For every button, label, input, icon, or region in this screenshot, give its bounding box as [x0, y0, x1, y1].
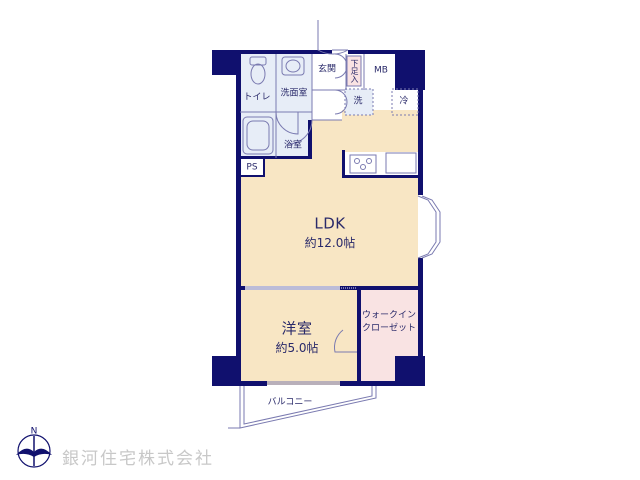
- mb-area: [365, 52, 395, 86]
- shoe-box: [346, 55, 362, 87]
- western-room-floor: [240, 290, 358, 385]
- shoe-box-label: 下足入: [350, 59, 359, 83]
- closet-label-line2: クローゼット: [361, 323, 417, 334]
- compass-north-label: N: [30, 426, 38, 437]
- interior-lines: [228, 20, 441, 429]
- washroom-label: 洗面室: [280, 88, 308, 99]
- bathroom-label: 浴室: [283, 140, 303, 151]
- entrance-label: 玄関: [317, 64, 337, 75]
- compass-icon: [16, 434, 52, 468]
- kitchen-counter: [345, 152, 421, 176]
- ldk-label: LDK: [314, 214, 346, 233]
- western-room-size: 約5.0帖: [275, 341, 319, 355]
- washer-area: [345, 89, 373, 115]
- western-room-label: 洋室: [281, 319, 313, 338]
- mb-label: MB: [374, 65, 388, 76]
- ldk-size: 約12.0帖: [304, 236, 356, 250]
- closet-label-line1: ウォークイン: [361, 310, 417, 321]
- company-logo-text: 銀河住宅株式会社: [62, 449, 214, 469]
- balcony-label: バルコニー: [267, 397, 313, 408]
- ps-label: PS: [246, 162, 258, 173]
- washer-label: 洗: [353, 96, 363, 107]
- fridge-label: 冷: [399, 96, 409, 107]
- toilet-label: トイレ: [243, 92, 271, 103]
- walls: [212, 50, 425, 386]
